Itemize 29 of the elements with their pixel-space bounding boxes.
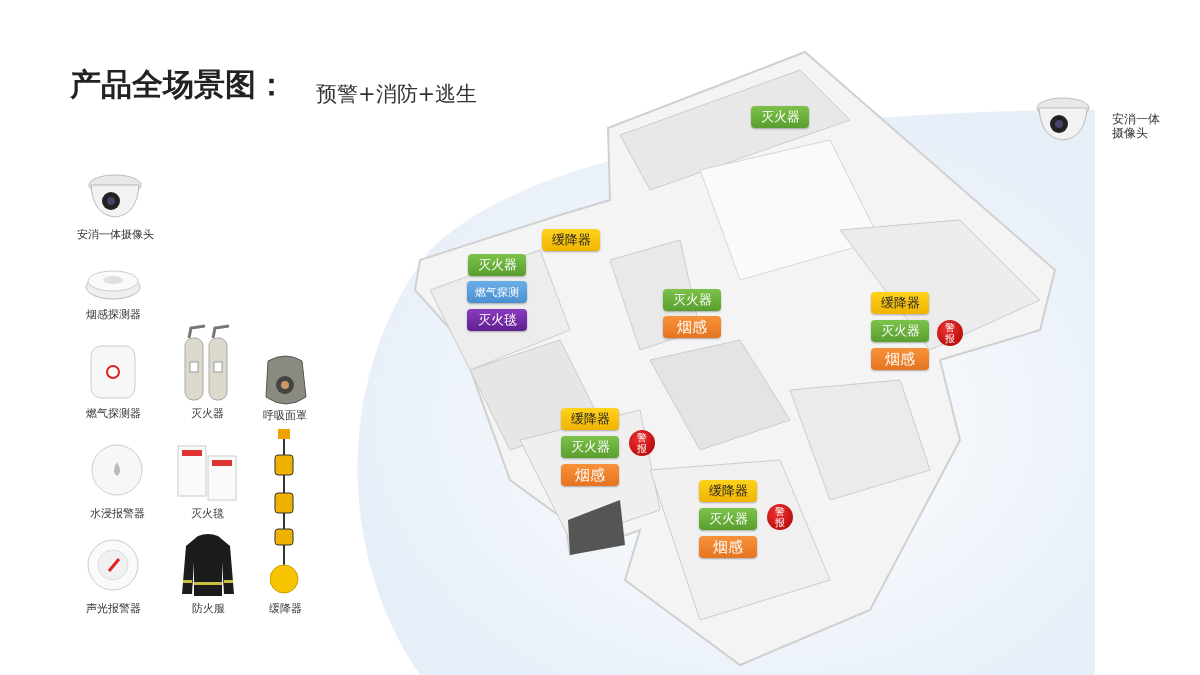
tag-label: 烟感 [699,536,757,558]
product-caption: 烟感探测器 [85,307,141,322]
product-caption: 安消一体摄像头 [76,227,154,242]
product-caption: 声光报警器 [85,601,141,616]
product-caption: 灭火器 [190,406,224,421]
tag-label: 燃气探测 [467,281,527,303]
tag-label: 缓降器 [871,292,929,314]
product-caption: 安消一体摄像头 [1112,112,1161,141]
tag-label: 缓降器 [542,229,600,251]
product-caption: 水浸报警器 [89,506,145,521]
tag-label: 缓降器 [699,480,757,502]
tag-label: 烟感 [663,316,721,338]
tag-label: 灭火器 [561,436,619,458]
tag-label: 烟感 [871,348,929,370]
tag-label: 灭火器 [663,289,721,311]
subtitle: 预警+消防+逃生 [316,81,478,108]
product-caption: 防火服 [191,601,225,616]
tag-label: 灭火器 [871,320,929,342]
tag-label: 缓降器 [561,408,619,430]
tag-label: 灭火器 [468,254,526,276]
product-caption: 灭火毯 [190,506,224,521]
title: 产品全场景图： [70,65,287,104]
tag-label: 灭火毯 [467,309,527,331]
tag-label: 灭火器 [699,508,757,530]
tag-label: 灭火器 [751,106,809,128]
product-caption: 缓降器 [268,601,302,616]
product-caption: 燃气探测器 [85,406,141,421]
product-caption: 呼吸面罩 [263,408,307,423]
tag-label: 烟感 [561,464,619,486]
